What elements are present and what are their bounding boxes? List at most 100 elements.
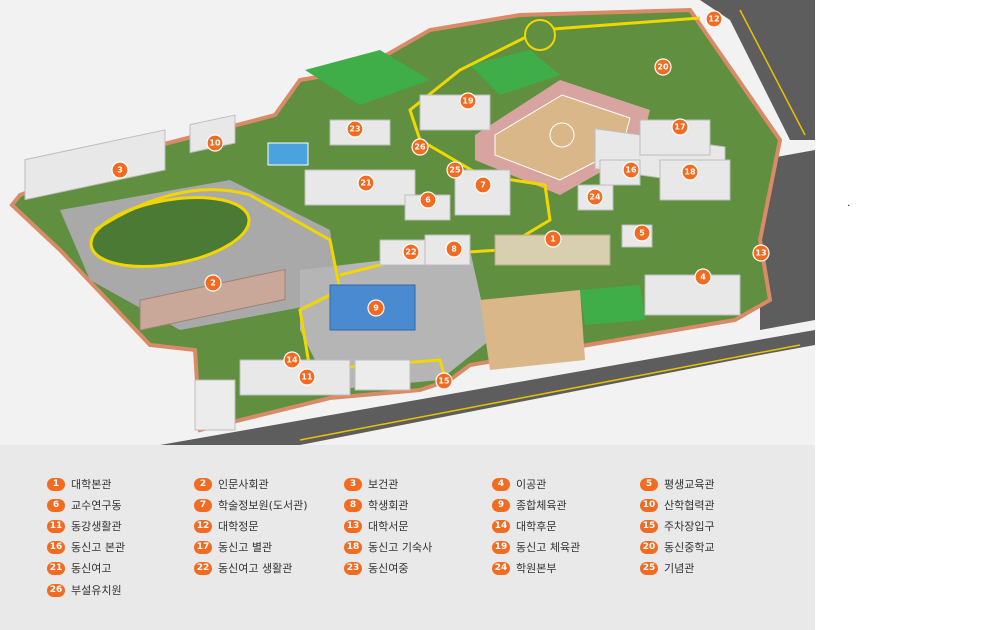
legend-number-badge: 3	[344, 477, 362, 491]
legend-label: 동신여고 생활관	[218, 562, 293, 575]
map-marker-dot	[445, 240, 463, 258]
legend-number-badge: 1	[47, 477, 65, 491]
road-center-line-east	[739, 9, 806, 136]
legend-number-badge: 17	[194, 540, 212, 554]
map-marker-number: 1	[550, 235, 556, 244]
houses-south	[194, 379, 236, 431]
legend-label: 부설유치원	[71, 584, 122, 597]
legend-number-badge: 10	[640, 498, 658, 512]
side-note: .	[847, 196, 851, 209]
map-marker-8: 8	[445, 240, 463, 258]
map-marker-number: 10	[209, 139, 221, 148]
map-markers: 1234567891011121314151617181920212223242…	[111, 10, 770, 390]
legend-item: 6 교수연구동	[47, 496, 122, 514]
map-marker-number: 16	[625, 166, 637, 175]
map-marker-dot	[283, 351, 301, 369]
map-marker-17: 17	[671, 118, 689, 136]
legend-number-badge: 19	[492, 540, 510, 554]
map-marker-10: 10	[206, 134, 224, 152]
campus-map-illustration: 1234567891011121314151617181920212223242…	[9, 0, 815, 445]
map-marker-number: 13	[755, 249, 766, 258]
legend-item: 19 동신고 체육관	[492, 538, 580, 556]
map-marker-dot	[298, 368, 316, 386]
building-7	[454, 169, 511, 216]
legend-number-badge: 26	[47, 583, 65, 597]
legend-item: 11 동강생활관	[47, 517, 122, 535]
legend-label: 동강생활관	[71, 520, 122, 533]
map-marker-number: 4	[700, 273, 706, 282]
legend-label: 학술정보원(도서관)	[218, 499, 308, 512]
legend-label: 대학정문	[218, 520, 259, 533]
legend-label: 평생교육관	[664, 478, 715, 491]
map-marker-9: 9	[367, 299, 385, 317]
legend-number-badge: 8	[344, 498, 362, 512]
legend-number-badge: 4	[492, 477, 510, 491]
legend-label: 동신고 별관	[218, 541, 273, 554]
map-marker-number: 14	[286, 356, 298, 365]
legend-label: 동신고 체육관	[516, 541, 581, 554]
map-marker-7: 7	[474, 176, 492, 194]
legend-number-badge: 21	[47, 561, 65, 575]
legend-number-badge: 6	[47, 498, 65, 512]
sand-court	[480, 290, 585, 370]
soccer-field-19	[470, 50, 560, 95]
map-marker-5: 5	[633, 224, 651, 242]
map-marker-26: 26	[411, 138, 429, 156]
legend-item: 7 학술정보원(도서관)	[194, 496, 308, 514]
map-marker-number: 21	[360, 179, 372, 188]
legend-label: 대학본관	[71, 478, 112, 491]
map-marker-dot	[752, 244, 770, 262]
pool	[267, 142, 309, 166]
legend-label: 동신여중	[368, 562, 409, 575]
road-center-line	[299, 344, 801, 441]
map-marker-16: 16	[622, 161, 640, 179]
map-marker-dot	[346, 120, 364, 138]
legend-item: 24 학원본부	[492, 559, 556, 577]
map-marker-15: 15	[435, 372, 453, 390]
legend-label: 인문사회관	[218, 478, 269, 491]
legend-item: 10 산학협력관	[640, 496, 715, 514]
legend-label: 동신고 기숙사	[368, 541, 433, 554]
map-marker-dot	[402, 243, 420, 261]
legend-item: 1 대학본관	[47, 475, 111, 493]
map-marker-22: 22	[402, 243, 420, 261]
legend-number-badge: 7	[194, 498, 212, 512]
legend-label: 교수연구동	[71, 499, 122, 512]
legend-item: 18 동신고 기숙사	[344, 538, 432, 556]
legend-label: 동신중학교	[664, 541, 715, 554]
legend-label: 학원본부	[516, 562, 557, 575]
map-marker-dot	[419, 191, 437, 209]
legend-label: 산학협력관	[664, 499, 715, 512]
map-marker-number: 26	[414, 143, 426, 152]
map-marker-number: 20	[657, 63, 669, 72]
road-south	[160, 330, 815, 445]
legend-number-badge: 18	[344, 540, 362, 554]
legend-label: 대학서문	[368, 520, 409, 533]
map-marker-dot	[206, 134, 224, 152]
map-marker-dot	[586, 188, 604, 206]
map-marker-20: 20	[654, 58, 672, 76]
map-marker-number: 12	[708, 15, 719, 24]
map-marker-number: 3	[117, 166, 123, 175]
map-marker-number: 5	[639, 229, 645, 238]
map-marker-number: 6	[425, 196, 431, 205]
map-marker-number: 9	[373, 304, 379, 313]
map-marker-number: 11	[301, 373, 313, 382]
legend-number-badge: 11	[47, 519, 65, 533]
map-marker-6: 6	[419, 191, 437, 209]
legend-item: 26 부설유치원	[47, 581, 122, 599]
legend-label: 이공관	[516, 478, 547, 491]
legend-number-badge: 16	[47, 540, 65, 554]
map-marker-2: 2	[204, 274, 222, 292]
legend-number-badge: 12	[194, 519, 212, 533]
map-marker-11: 11	[298, 368, 316, 386]
map-marker-dot	[446, 161, 464, 179]
legend-number-badge: 24	[492, 561, 510, 575]
map-marker-number: 23	[349, 125, 360, 134]
